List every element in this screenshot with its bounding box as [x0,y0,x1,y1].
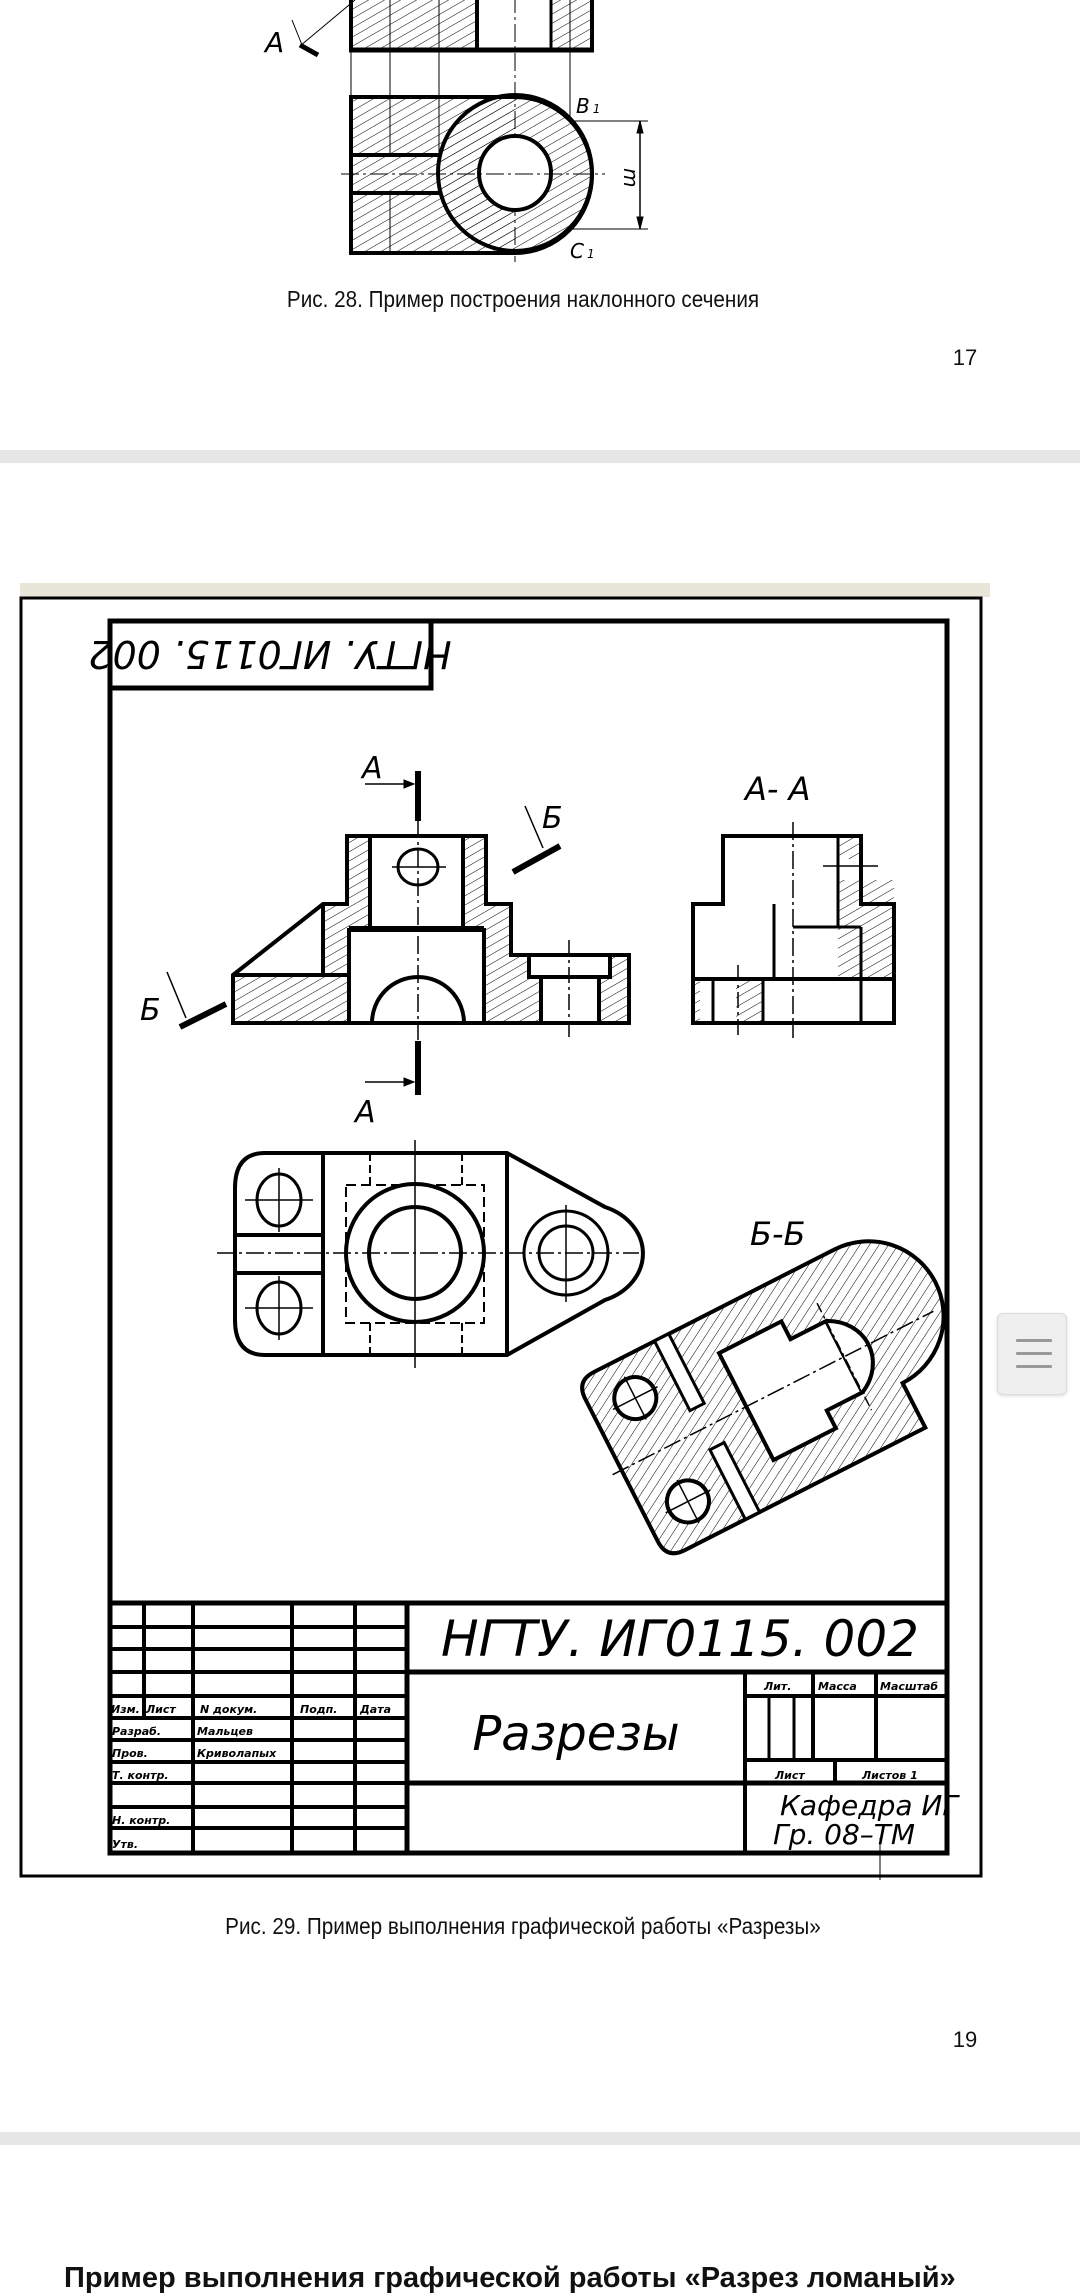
svg-text:N докум.: N докум. [200,1703,257,1716]
menu-icon [1016,1339,1052,1342]
svg-text:Разраб.: Разраб. [112,1725,161,1738]
label-a-bottom: A [353,1095,376,1130]
section-heading: Пример выполнения графической работы «Ра… [64,2262,956,2294]
svg-text:Подп.: Подп. [300,1703,337,1716]
svg-text:Утв.: Утв. [112,1838,138,1851]
page-separator [0,450,1080,463]
mirrored-stamp: НГТУ. ИГ0115. 002 [88,618,452,691]
title-block-text: НГТУ. ИГ0115. 002 Разрезы Изм. Лист N до… [111,1610,960,1851]
menu-button[interactable] [997,1313,1067,1395]
page-number-19: 19 [952,2027,978,2052]
svg-text:Масса: Масса [818,1680,857,1693]
drawing-frame [107,618,950,1856]
svg-text:Изм.: Изм. [111,1703,140,1716]
svg-text:Т. контр.: Т. контр. [112,1769,169,1782]
menu-icon [1016,1365,1052,1368]
section-aa-view [691,822,896,1038]
svg-text:Лист: Лист [145,1703,176,1716]
svg-text:Дата: Дата [359,1703,391,1716]
svg-text:НГТУ. ИГ0115. 002: НГТУ. ИГ0115. 002 [88,632,451,676]
section-bb-label: Б-Б [750,1215,805,1253]
svg-text:Масштаб: Масштаб [880,1680,938,1693]
label-b-right: Б [542,801,563,836]
group: Гр. 08–ТМ [773,1818,915,1851]
label-a-top: A [360,751,383,786]
figure-28-caption: Рис. 28. Пример построения наклонного се… [286,286,760,312]
menu-icon [1016,1352,1052,1355]
top-view [217,1140,645,1368]
svg-text:Мальцев: Мальцев [197,1725,253,1738]
figure-29-caption: Рис. 29. Пример выполнения графической р… [225,1913,821,1939]
department: Кафедра ИГ [780,1789,960,1822]
section-bb-view [580,1239,946,1556]
page-separator [0,2132,1080,2145]
frame-bar [20,583,990,597]
title-block [110,1600,947,1880]
label-b-left: Б [140,993,161,1028]
label-m: m [619,168,643,187]
svg-text:Лист: Лист [774,1769,805,1782]
front-view [166,771,631,1095]
svg-text:Листов 1: Листов 1 [861,1769,918,1782]
section-aa-label: A- A [743,770,811,808]
svg-text:Пров.: Пров. [112,1747,148,1760]
svg-text:Криволапых: Криволапых [197,1747,277,1760]
drawing-title: Разрезы [472,1706,679,1762]
label-a: A [263,26,284,59]
page-number-17: 17 [952,345,978,370]
svg-text:Н. контр.: Н. контр. [112,1814,170,1827]
svg-text:Лит.: Лит. [763,1680,791,1693]
designation: НГТУ. ИГ0115. 002 [441,1610,919,1668]
